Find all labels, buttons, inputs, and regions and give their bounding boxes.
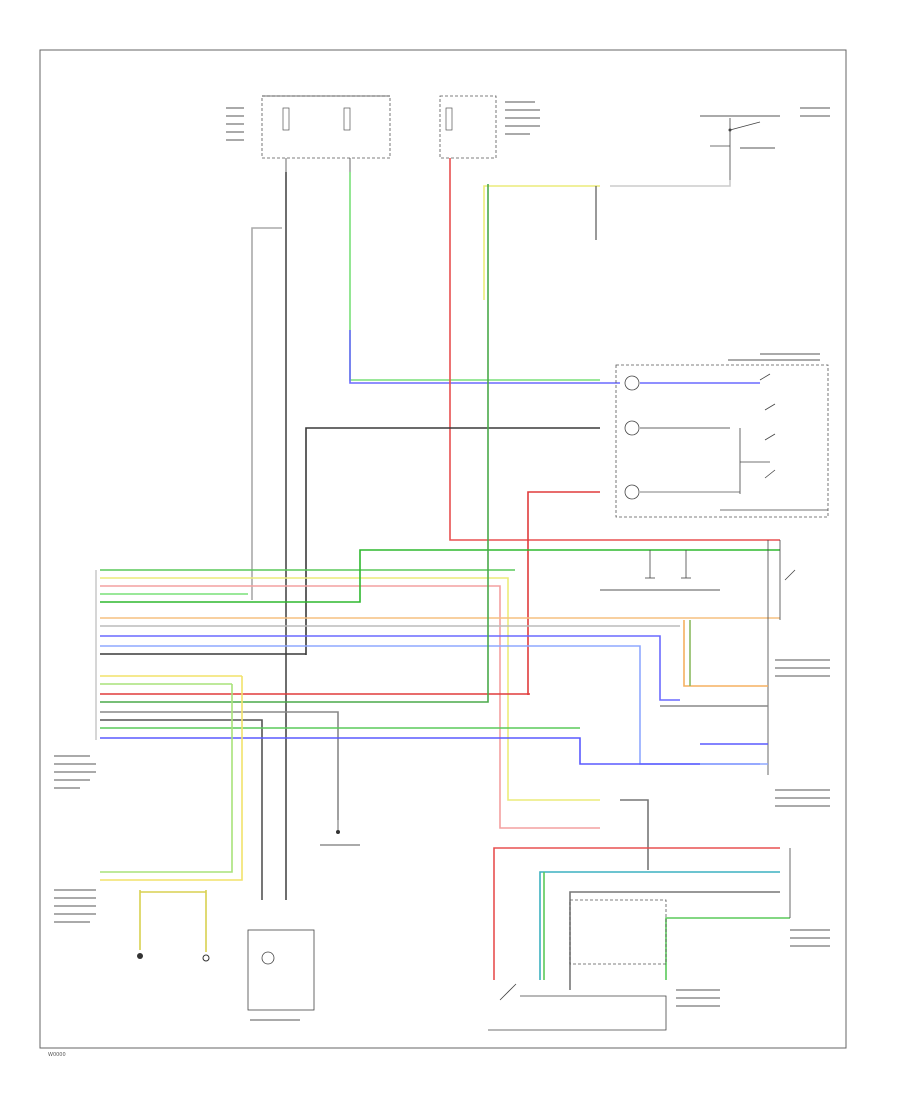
wire-red-to-pump [527, 491, 600, 695]
lower-left-sensors [54, 676, 243, 962]
actuator-box [247, 929, 315, 1021]
connector-label-text [54, 755, 96, 789]
wire-gray-left [251, 227, 282, 600]
wire-yellow-ignition [610, 180, 731, 187]
lower-right-wiring [488, 799, 830, 1031]
wire-black-horizontal [305, 427, 600, 655]
label-cluster-top-left [226, 107, 244, 141]
wire-blue-stop [349, 330, 620, 384]
footer-code: W0000 [48, 1052, 66, 1058]
wire-yellow-top [483, 185, 600, 300]
wire-red-fuse-2 [449, 158, 780, 541]
ignition-switch [700, 107, 830, 180]
ground-pair [600, 550, 720, 591]
wire-green-fuse-1 [349, 172, 600, 381]
ground-center [320, 820, 360, 846]
label-cluster-top-right [505, 101, 540, 135]
fuse-block-top-right [439, 95, 497, 159]
diagram-frame [39, 49, 847, 1049]
brake-switch-group [615, 353, 829, 518]
main-connector-harness [100, 184, 780, 900]
control-module-right [660, 540, 830, 807]
fuse-block-top-left [261, 95, 391, 172]
